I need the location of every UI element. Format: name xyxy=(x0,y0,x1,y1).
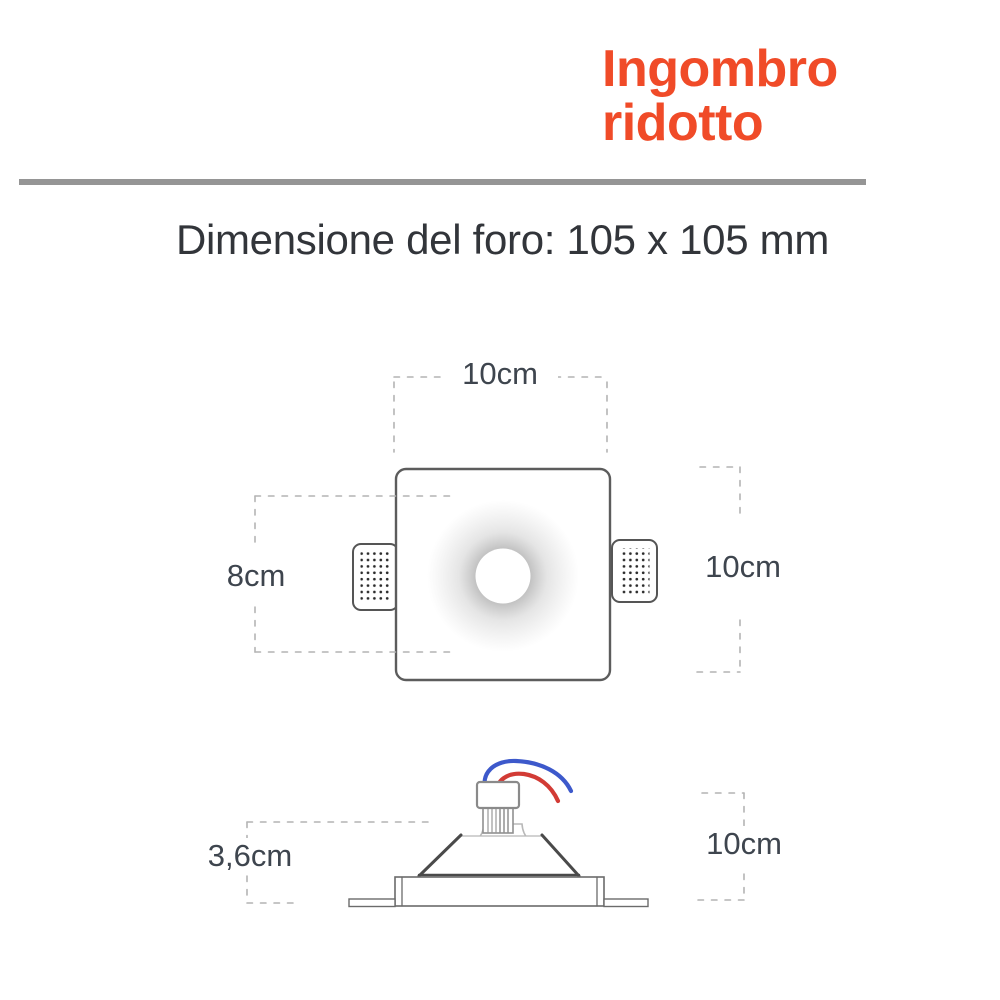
flange-left xyxy=(348,898,396,908)
socket-neck xyxy=(482,805,514,834)
dim-line-right-height xyxy=(696,466,741,673)
dim-label-side-height: 10cm xyxy=(685,826,803,862)
dim-line-side-height xyxy=(697,792,745,901)
cone-body xyxy=(419,836,579,876)
page-title: Ingombro ridotto xyxy=(602,40,838,152)
dim-label-left-width: 8cm xyxy=(198,558,314,594)
wire-neutral xyxy=(482,758,574,797)
top-view xyxy=(254,376,741,682)
hole-size-subtitle: Dimensione del foro: 105 x 105 mm xyxy=(175,216,830,263)
spring-clip-left xyxy=(352,543,399,611)
side-view xyxy=(246,758,745,908)
flange-right xyxy=(603,898,649,908)
housing-body xyxy=(394,876,605,907)
dim-line-left-8cm xyxy=(254,495,456,653)
dim-line-top-width xyxy=(393,376,608,453)
dim-label-right-height: 10cm xyxy=(684,549,802,585)
spring-clip-right xyxy=(611,539,658,603)
header-divider xyxy=(19,179,866,185)
cone-right-edge xyxy=(540,833,581,878)
cone-left-edge xyxy=(417,833,463,878)
dim-label-top-width: 10cm xyxy=(442,356,558,392)
socket-cap xyxy=(475,780,521,810)
dim-label-recess-depth: 3,6cm xyxy=(188,838,312,874)
dim-line-depth xyxy=(246,821,433,904)
lamp-hole xyxy=(475,548,531,604)
